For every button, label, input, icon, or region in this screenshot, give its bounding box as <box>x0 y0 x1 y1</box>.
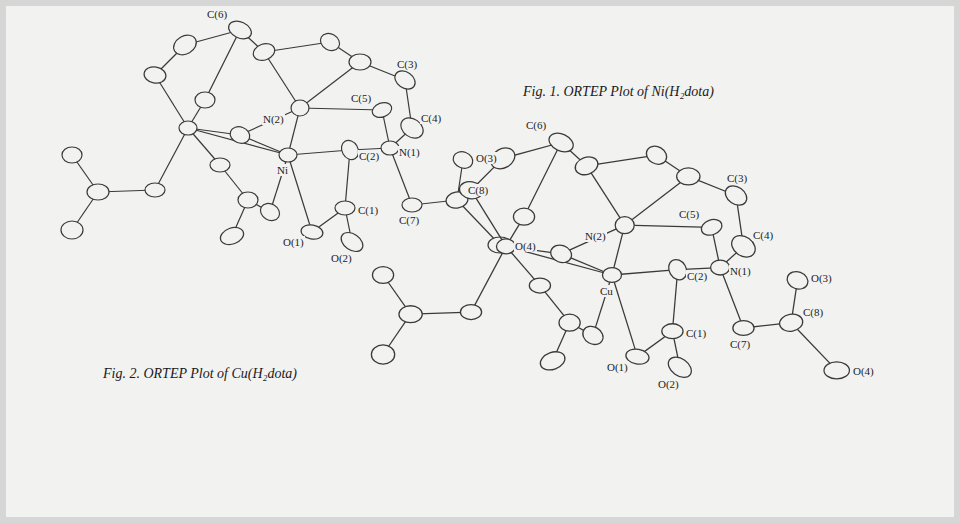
figure-caption: Fig. 1. ORTEP Plot of Ni(H₂dota) <box>522 84 715 100</box>
atom-label: O(2) <box>657 378 680 390</box>
atom-label: O(1) <box>606 361 629 373</box>
figure-caption: Fig. 2. ORTEP Plot of Cu(H₂dota) <box>102 366 298 382</box>
atom-label: C(4) <box>752 229 774 241</box>
page-ground <box>6 6 954 517</box>
atom-label: C(5) <box>350 92 372 104</box>
atom-label: N(2) <box>262 113 285 125</box>
atom-label: O(2) <box>330 252 353 264</box>
atom-label: N(1) <box>398 146 421 158</box>
atom-label: C(7) <box>398 214 420 226</box>
atom-label: C(3) <box>726 172 748 184</box>
atom-label: C(1) <box>357 204 379 216</box>
atom-label: C(2) <box>358 150 380 162</box>
atom-label: O(4) <box>514 240 537 252</box>
atom-label: C(3) <box>396 58 418 70</box>
atom-label: O(3) <box>810 272 833 284</box>
atom-label: O(1) <box>282 236 305 248</box>
atom-label: O(4) <box>852 365 875 377</box>
atom-label: C(8) <box>467 184 489 196</box>
atom-label: C(2) <box>686 270 708 282</box>
atom-label: C(8) <box>802 306 824 318</box>
atom-label: C(4) <box>420 112 442 124</box>
atom-label: N(1) <box>729 265 752 277</box>
atom-label: C(6) <box>206 8 228 20</box>
atom-label: C(1) <box>685 327 707 339</box>
atom-label: O(3) <box>475 152 498 164</box>
atom-label: C(7) <box>729 338 751 350</box>
atom-label: C(5) <box>678 208 700 220</box>
cu-complex-figure <box>371 129 849 381</box>
ni-complex-figure <box>61 18 512 256</box>
atom-label: C(6) <box>525 119 547 131</box>
atom-label: Ni <box>276 164 289 176</box>
atom-label: N(2) <box>584 230 607 242</box>
atom-label: Cu <box>599 285 614 297</box>
